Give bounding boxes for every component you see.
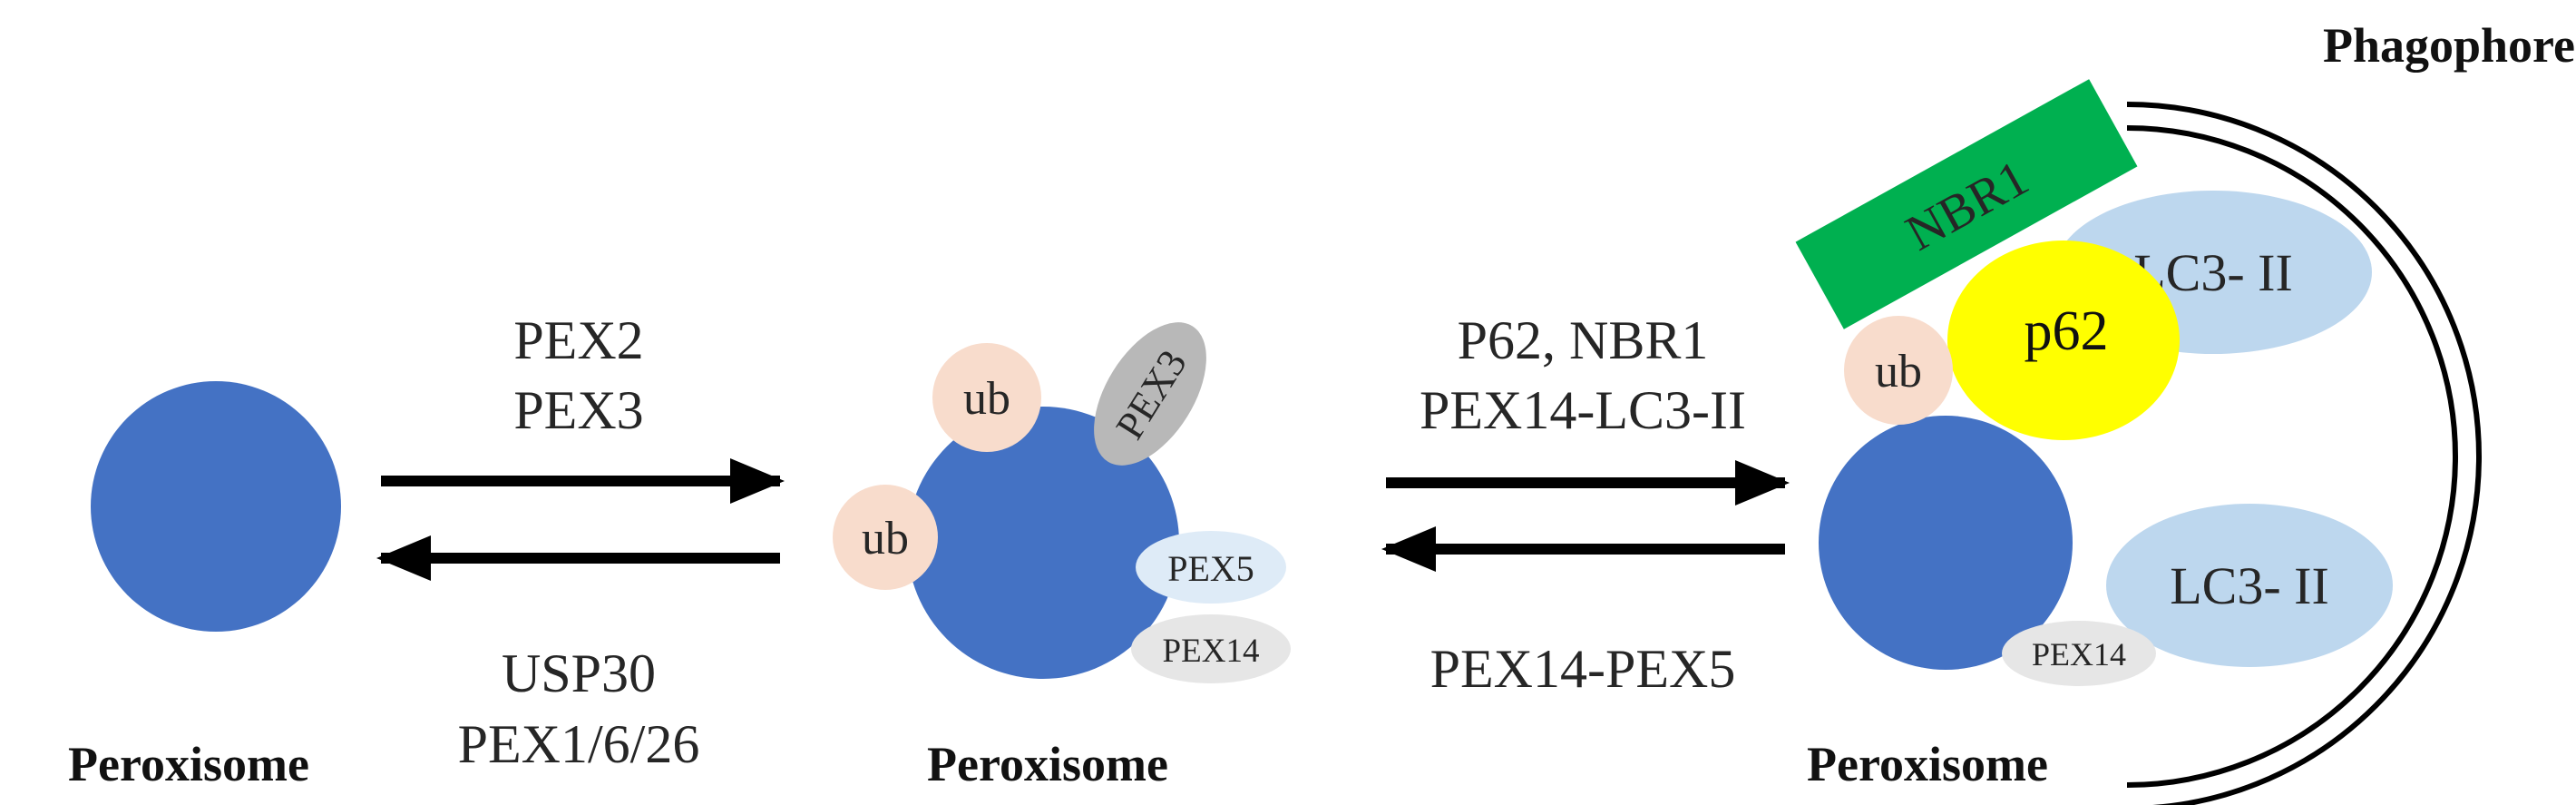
lc3-ii-bottom-label: LC3- II (2170, 556, 2329, 615)
ub-label-stage3: ub (1875, 346, 1922, 398)
peroxisome-circle-2 (907, 407, 1179, 679)
pex14-ellipse (1131, 614, 1291, 683)
stage-2-peroxisome: PEX3 ub ub PEX5 PEX14 Peroxisome (833, 322, 1291, 791)
nbr1-rect (1795, 79, 2138, 329)
transition-2-forward-line-2: PEX14-LC3-II (1420, 380, 1746, 440)
pex5-label: PEX5 (1167, 548, 1254, 589)
transition-1-forward-line-1: PEX2 (513, 310, 643, 370)
ub-circle-left (833, 485, 938, 590)
stage-3-peroxisome: Phagophore LC3- II p62 ub NBR1 LC3- II P… (1795, 18, 2575, 805)
ub-label-left: ub (862, 513, 909, 564)
peroxisome-circle-1 (91, 381, 341, 632)
stage-1-peroxisome: Peroxisome (68, 381, 341, 791)
phagophore-inner-fill (2126, 107, 2476, 805)
nbr1-protein: NBR1 (1795, 79, 2138, 329)
transition-2-reverse-line-1: PEX14-PEX5 (1430, 639, 1736, 699)
pex14-label-stage3: PEX14 (2032, 636, 2126, 672)
ub-label-top: ub (963, 373, 1010, 425)
peroxisome-circle-3 (1819, 416, 2073, 670)
transition-1: PEX2 PEX3 USP30 PEX1/6/26 (376, 310, 785, 774)
pex14-label: PEX14 (1163, 633, 1260, 670)
pex5-ellipse (1136, 531, 1286, 604)
transition-1-reverse-line-1: USP30 (502, 643, 656, 703)
pex14-ellipse-stage3 (2002, 621, 2156, 686)
stage-1-caption: Peroxisome (68, 737, 309, 791)
transition-2: P62, NBR1 PEX14-LC3-II PEX14-PEX5 (1381, 310, 1790, 699)
pex3-ellipse (1094, 322, 1206, 466)
stage-3-caption: Peroxisome (1807, 737, 2048, 791)
lc3-ii-bottom-ellipse (2106, 504, 2393, 667)
ub-circle-top (932, 343, 1041, 452)
ub-circle-stage3 (1844, 316, 1953, 425)
phagophore-label: Phagophore (2323, 18, 2575, 73)
stage-2-caption: Peroxisome (927, 737, 1168, 791)
transition-1-reverse-line-2: PEX1/6/26 (458, 714, 700, 774)
transition-1-forward-line-2: PEX3 (513, 380, 643, 440)
p62-ellipse (1947, 241, 2180, 440)
p62-label: p62 (2025, 300, 2109, 362)
transition-2-forward-line-1: P62, NBR1 (1458, 310, 1709, 370)
phagophore-membrane (2126, 102, 2482, 805)
pex3-protein: PEX3 (1094, 322, 1206, 466)
